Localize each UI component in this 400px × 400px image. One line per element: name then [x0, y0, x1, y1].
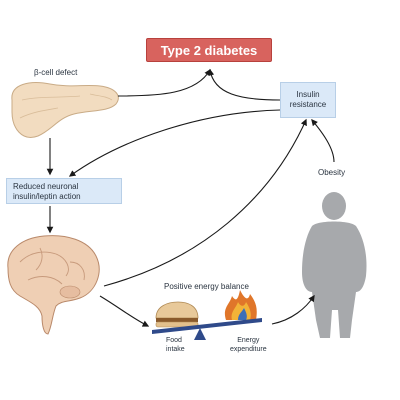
arrow-balance-to-obesity	[271, 294, 315, 325]
balance-scale-icon	[152, 318, 262, 340]
arrows	[46, 68, 335, 327]
arrow-resistance-to-reduced	[68, 109, 281, 177]
brain-icon	[7, 235, 100, 335]
insulin-resistance-box: Insulin resistance	[280, 82, 336, 118]
insulin-resistance-line2: resistance	[289, 100, 327, 109]
positive-energy-balance-label: Positive energy balance	[164, 282, 249, 291]
energy-expenditure-line1: Energy	[237, 337, 260, 344]
arrow-beta-to-diabetes	[117, 68, 211, 97]
beta-cell-defect-label: β-cell defect	[34, 68, 78, 77]
food-intake-label: Food intake	[166, 336, 185, 354]
pancreas-icon	[11, 82, 119, 138]
energy-expenditure-label: Energy expenditure	[230, 336, 267, 354]
obesity-label: Obesity	[318, 168, 346, 177]
reduced-neuronal-action-box: Reduced neuronal insulin/leptin action	[6, 178, 122, 204]
food-intake-line1: Food	[166, 337, 182, 344]
type-2-diabetes-title: Type 2 diabetes	[146, 38, 272, 62]
energy-expenditure-line2: expenditure	[230, 346, 267, 353]
arrow-resistance-to-diabetes	[207, 68, 281, 101]
reduced-action-line1: Reduced neuronal	[13, 182, 79, 191]
burger-icon	[155, 301, 199, 328]
food-intake-line2: intake	[166, 346, 185, 353]
arrow-obesity-to-resistance	[311, 118, 335, 163]
insulin-resistance-line1: Insulin	[296, 90, 320, 99]
arrow-brain-to-balance	[99, 295, 150, 327]
person-silhouette-icon	[302, 192, 367, 338]
arrow-brain-to-resistance	[103, 118, 307, 287]
flame-icon	[224, 290, 257, 320]
reduced-action-line2: insulin/leptin action	[13, 192, 81, 201]
